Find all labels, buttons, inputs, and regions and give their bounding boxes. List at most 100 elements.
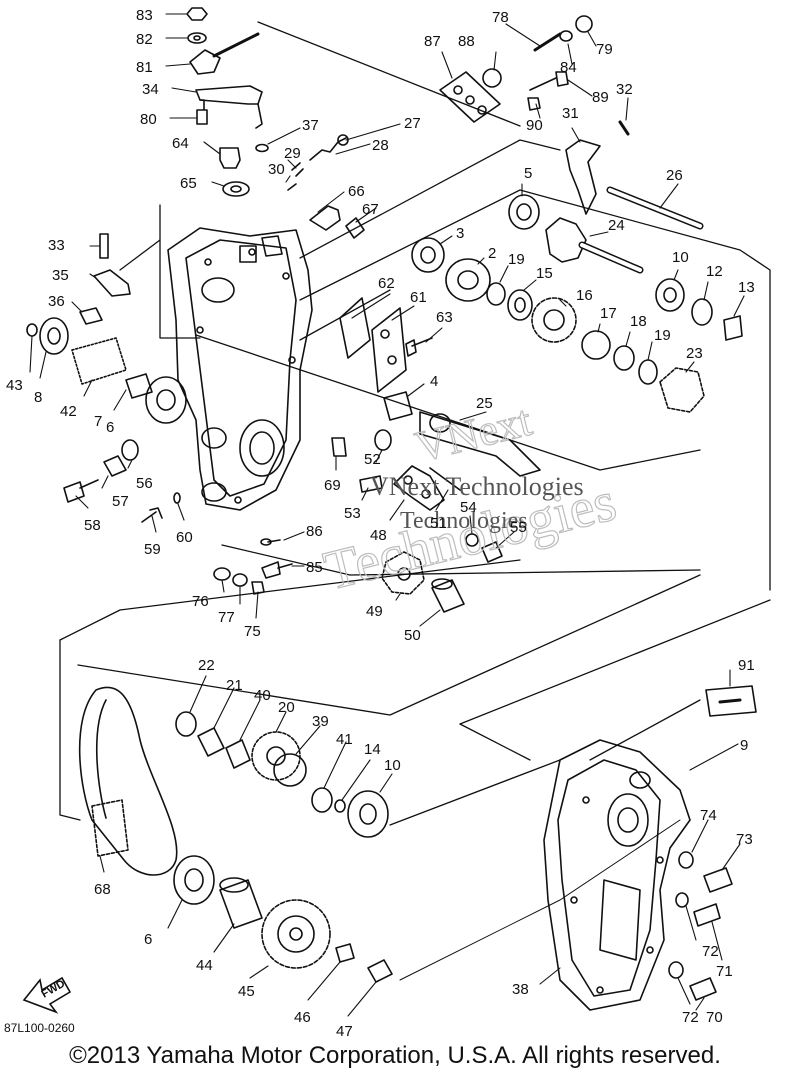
bearing-10a xyxy=(655,278,685,312)
part-label: 6 xyxy=(106,419,114,436)
part-label: 20 xyxy=(278,699,295,716)
part-label: 60 xyxy=(176,529,193,546)
part-label: 35 xyxy=(52,267,69,284)
bolt-80 xyxy=(196,99,208,125)
bracket-87 xyxy=(439,71,501,123)
part-label: 65 xyxy=(180,175,197,192)
part-label: 36 xyxy=(48,293,65,310)
part-label: 81 xyxy=(136,59,153,76)
plate-61 xyxy=(371,307,407,393)
pin-69 xyxy=(331,437,347,457)
part-label: 78 xyxy=(492,9,509,26)
part-label: 86 xyxy=(306,523,323,540)
drive-shaft-group xyxy=(411,194,743,413)
part-label: 44 xyxy=(196,957,213,974)
decal-91 xyxy=(705,685,757,717)
nut-77 xyxy=(232,573,248,587)
gear-20 xyxy=(251,731,301,781)
bearing-6a xyxy=(145,376,187,424)
washer-52 xyxy=(374,429,392,451)
part-label: 69 xyxy=(324,477,341,494)
part-label: 61 xyxy=(410,289,427,306)
pin-53 xyxy=(359,475,383,493)
plug-64 xyxy=(219,147,241,169)
part-label: 57 xyxy=(112,493,129,510)
cap-88 xyxy=(482,68,502,88)
bolt-47 xyxy=(367,959,393,983)
part-label: 33 xyxy=(48,237,65,254)
part-label: 71 xyxy=(716,963,733,980)
part-label: 70 xyxy=(706,1009,723,1026)
forward-arrow-icon: FWD xyxy=(22,976,72,1014)
part-label: 89 xyxy=(592,89,609,106)
part-label: 58 xyxy=(84,517,101,534)
leader-lines xyxy=(29,13,745,1017)
part-label: 15 xyxy=(536,265,553,282)
part-label: 62 xyxy=(378,275,395,292)
oring-43 xyxy=(26,323,38,337)
bearing-5 xyxy=(508,194,540,230)
bolt-73 xyxy=(703,867,733,893)
bearing-2 xyxy=(445,258,491,302)
washer-84 xyxy=(559,30,573,42)
part-label: 30 xyxy=(268,161,285,178)
part-label: 73 xyxy=(736,831,753,848)
part-label: 64 xyxy=(172,135,189,152)
part-label: 84 xyxy=(560,59,577,76)
nut-46 xyxy=(335,943,355,963)
nut-55 xyxy=(481,541,503,563)
lower-output-group xyxy=(173,855,393,983)
collar-7 xyxy=(125,373,153,399)
pin-78 xyxy=(533,32,562,52)
sprocket-16 xyxy=(531,297,577,343)
bushing-13 xyxy=(723,315,743,341)
part-label: 31 xyxy=(562,105,579,122)
part-label: 8 xyxy=(34,389,42,406)
part-label: 10 xyxy=(384,757,401,774)
bolt-59 xyxy=(141,507,163,523)
watermark-solid-line1: VNext Technologies xyxy=(370,472,584,501)
part-label: 91 xyxy=(738,657,755,674)
drive-chain-68 xyxy=(78,686,178,876)
part-label: 10 xyxy=(672,249,689,266)
part-label: 16 xyxy=(576,287,593,304)
part-label: 56 xyxy=(136,475,153,492)
assembly-dashed-line xyxy=(399,819,681,981)
part-label: 66 xyxy=(348,183,365,200)
seal-65 xyxy=(222,181,250,197)
part-label: 49 xyxy=(366,603,383,620)
part-label: 6 xyxy=(144,931,152,948)
part-label: 59 xyxy=(144,541,161,558)
bolt-58 xyxy=(63,479,99,503)
part-label: 17 xyxy=(600,305,617,322)
part-label: 68 xyxy=(94,881,111,898)
collar-50 xyxy=(431,579,465,613)
diagram-code: 87L100-0260 xyxy=(4,1021,75,1035)
bolt-89 xyxy=(529,71,569,91)
washer-82 xyxy=(187,32,207,44)
bolt-85 xyxy=(261,561,293,579)
part-label: 53 xyxy=(344,505,361,522)
part-label: 87 xyxy=(424,33,441,50)
part-label: 82 xyxy=(136,31,153,48)
part-label: 18 xyxy=(630,313,647,330)
bolt-36 xyxy=(79,307,103,325)
part-label: 24 xyxy=(608,217,625,234)
screw-86 xyxy=(267,539,281,543)
part-label: 45 xyxy=(238,983,255,1000)
part-label: 23 xyxy=(686,345,703,362)
watermark-solid-line2: Technologies xyxy=(400,508,528,534)
part-label: 38 xyxy=(512,981,529,998)
part-label: 46 xyxy=(294,1009,311,1026)
oring-37 xyxy=(255,143,269,153)
bearing-3 xyxy=(411,237,445,273)
part-label: 9 xyxy=(740,737,748,754)
left-shaft-group xyxy=(26,233,187,523)
bearing-10b xyxy=(347,790,389,838)
part-label: 90 xyxy=(526,117,543,134)
ring-22 xyxy=(175,711,197,737)
washer-56 xyxy=(121,439,139,461)
part-label: 76 xyxy=(192,593,209,610)
part-label: 42 xyxy=(60,403,77,420)
watermark-outline-top: VNext xyxy=(411,396,537,472)
